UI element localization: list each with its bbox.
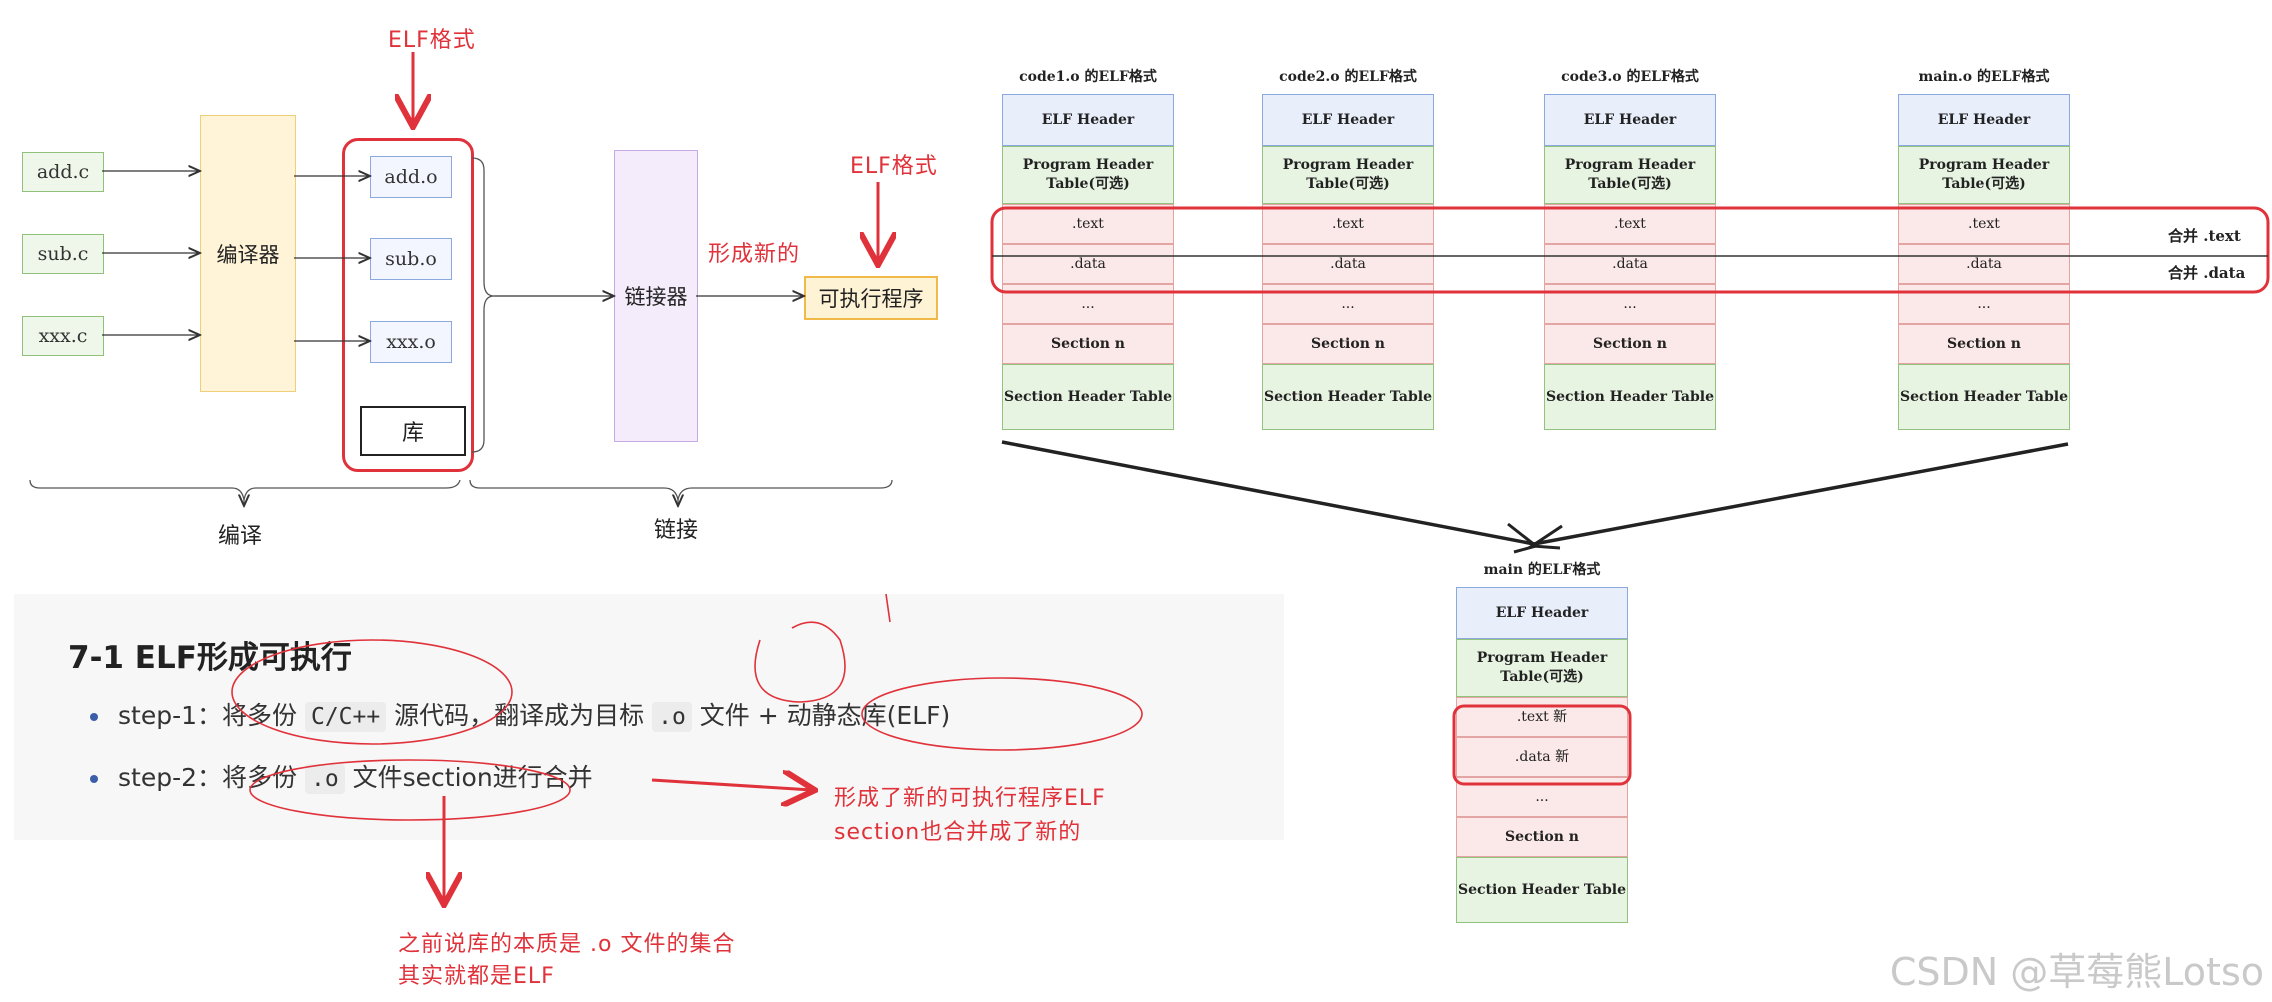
arrow-code1-to-main bbox=[1001, 440, 1535, 546]
elf-table-1-elf-header-cell: ELF Header bbox=[1002, 94, 1174, 146]
step2-prefix: step-2：将多份 bbox=[118, 763, 298, 792]
merge-text-label: 合并 .text bbox=[2168, 227, 2241, 245]
executable-box: 可执行程序 bbox=[804, 276, 938, 320]
elf-table-result-title: main 的ELF格式 bbox=[1483, 562, 1601, 578]
annotation-right-line1: 形成了新的可执行程序ELF bbox=[834, 786, 1106, 811]
doc-snippet bbox=[14, 594, 1284, 840]
scribble-step1-left bbox=[231, 639, 513, 745]
step2-code-o: .o bbox=[304, 764, 345, 794]
step1-code-cpp: C/C++ bbox=[304, 702, 387, 732]
link-brace bbox=[469, 479, 893, 501]
elf-table-2-program-header-cell: Program Header Table(可选) bbox=[1262, 146, 1434, 204]
object-file-add: add.o bbox=[370, 156, 452, 198]
linker-label: 链接器 bbox=[624, 285, 688, 309]
source-file-add: add.c bbox=[22, 152, 104, 192]
step1-code-o: .o bbox=[652, 702, 692, 732]
linker-box: 链接器 bbox=[614, 150, 698, 442]
elf-table-2-text-section-cell: .text bbox=[1262, 204, 1434, 244]
elf-table-3-section-header-table-cell: Section Header Table bbox=[1544, 364, 1716, 430]
doc-step-1: step-1：将多份 C/C++ 源代码，翻译成为目标 .o 文件 + 动静态库… bbox=[90, 696, 950, 732]
merge-highlight-band bbox=[990, 206, 2270, 294]
elf-table-4-program-header-cell: Program Header Table(可选) bbox=[1898, 146, 2070, 204]
annotation-bottom-line1: 之前说库的本质是 .o 文件的集合 bbox=[398, 932, 736, 957]
compiler-label: 编译器 bbox=[216, 242, 280, 267]
elf-table-4-title: main.o 的ELF格式 bbox=[1918, 69, 2050, 85]
compile-brace bbox=[29, 479, 461, 501]
elf-table-2-data-section-cell: .data bbox=[1262, 244, 1434, 284]
elf-table-1-title: code1.o 的ELF格式 bbox=[1019, 69, 1157, 85]
elf-table-result-section-n-cell: Section n bbox=[1456, 817, 1628, 857]
arrow-main-o-to-main bbox=[1533, 442, 2069, 546]
elf-table-1-text-section-cell: .text bbox=[1002, 204, 1174, 244]
merge-data-label: 合并 .data bbox=[2168, 264, 2246, 282]
elf-table-result-program-header-cell: Program Header Table(可选) bbox=[1456, 639, 1628, 697]
scribble-top-curl bbox=[754, 621, 846, 703]
converge-arrowhead bbox=[1507, 522, 1540, 554]
library-box: 库 bbox=[360, 406, 466, 456]
bullet-dot bbox=[90, 775, 98, 783]
phase-compile-label: 编译 bbox=[218, 524, 263, 549]
objects-brace bbox=[471, 157, 495, 453]
form-new-label: 形成新的 bbox=[708, 242, 801, 267]
bullet-dot bbox=[90, 713, 98, 721]
elf-table-2-section-header-table-cell: Section Header Table bbox=[1262, 364, 1434, 430]
phase-link-label: 链接 bbox=[654, 518, 699, 543]
object-file-sub: sub.o bbox=[370, 238, 452, 280]
elf-table-result-data-section-cell: .data 新 bbox=[1456, 737, 1628, 777]
elf-table-1-program-header-cell: Program Header Table(可选) bbox=[1002, 146, 1174, 204]
converge-arrowhead-2 bbox=[1527, 524, 1563, 550]
elf-table-4-elf-header-cell: ELF Header bbox=[1898, 94, 2070, 146]
elf-format-label-right: ELF格式 bbox=[850, 154, 938, 179]
elf-table-1-section-header-table-cell: Section Header Table bbox=[1002, 364, 1174, 430]
elf-format-label-top: ELF格式 bbox=[388, 28, 476, 53]
step1-prefix: step-1：将多份 bbox=[118, 701, 298, 730]
source-file-sub: sub.c bbox=[22, 234, 104, 274]
elf-table-result-section-header-table-cell: Section Header Table bbox=[1456, 857, 1628, 923]
watermark: CSDN @草莓熊Lotso bbox=[1889, 950, 2264, 994]
compiler-box: 编译器 bbox=[200, 115, 296, 392]
doc-step-2: step-2：将多份 .o 文件section进行合并 bbox=[90, 758, 593, 794]
elf-table-1-section-n-cell: Section n bbox=[1002, 324, 1174, 364]
elf-table-4-section-n-cell: Section n bbox=[1898, 324, 2070, 364]
elf-table-3-title: code3.o 的ELF格式 bbox=[1561, 69, 1699, 85]
elf-table-2-title: code2.o 的ELF格式 bbox=[1279, 69, 1417, 85]
elf-table-4-data-section-cell: .data bbox=[1898, 244, 2070, 284]
annotation-bottom-line2: 其实就都是ELF bbox=[398, 964, 555, 989]
elf-table-4-section-header-table-cell: Section Header Table bbox=[1898, 364, 2070, 430]
elf-table-3-program-header-cell: Program Header Table(可选) bbox=[1544, 146, 1716, 204]
elf-table-1-data-section-cell: .data bbox=[1002, 244, 1174, 284]
step2-suffix: 文件section进行合并 bbox=[352, 763, 593, 792]
red-arrow-step2-right bbox=[651, 780, 812, 790]
step1-suffix: 文件 + 动静态库(ELF) bbox=[699, 701, 951, 730]
elf-table-result-text-section-cell: .text 新 bbox=[1456, 697, 1628, 737]
scribble-step1-right bbox=[861, 677, 1143, 751]
source-file-xxx: xxx.c bbox=[22, 316, 104, 356]
elf-objects-highlight bbox=[342, 138, 474, 472]
elf-table-2-section-n-cell: Section n bbox=[1262, 324, 1434, 364]
result-new-sections-highlight bbox=[1452, 704, 1632, 786]
object-file-xxx: xxx.o bbox=[370, 321, 452, 363]
elf-table-4-text-section-cell: .text bbox=[1898, 204, 2070, 244]
elf-table-3-data-section-cell: .data bbox=[1544, 244, 1716, 284]
elf-table-3-elf-header-cell: ELF Header bbox=[1544, 94, 1716, 146]
elf-table-3-section-n-cell: Section n bbox=[1544, 324, 1716, 364]
elf-table-3-text-section-cell: .text bbox=[1544, 204, 1716, 244]
step1-mid: 源代码，翻译成为目标 bbox=[394, 701, 645, 730]
scribble-step2 bbox=[249, 759, 571, 821]
elf-table-2-elf-header-cell: ELF Header bbox=[1262, 94, 1434, 146]
elf-table-result-elf-header-cell: ELF Header bbox=[1456, 587, 1628, 639]
scribble-tick-top bbox=[885, 593, 891, 623]
annotation-right-line2: section也合并成了新的 bbox=[834, 820, 1082, 845]
